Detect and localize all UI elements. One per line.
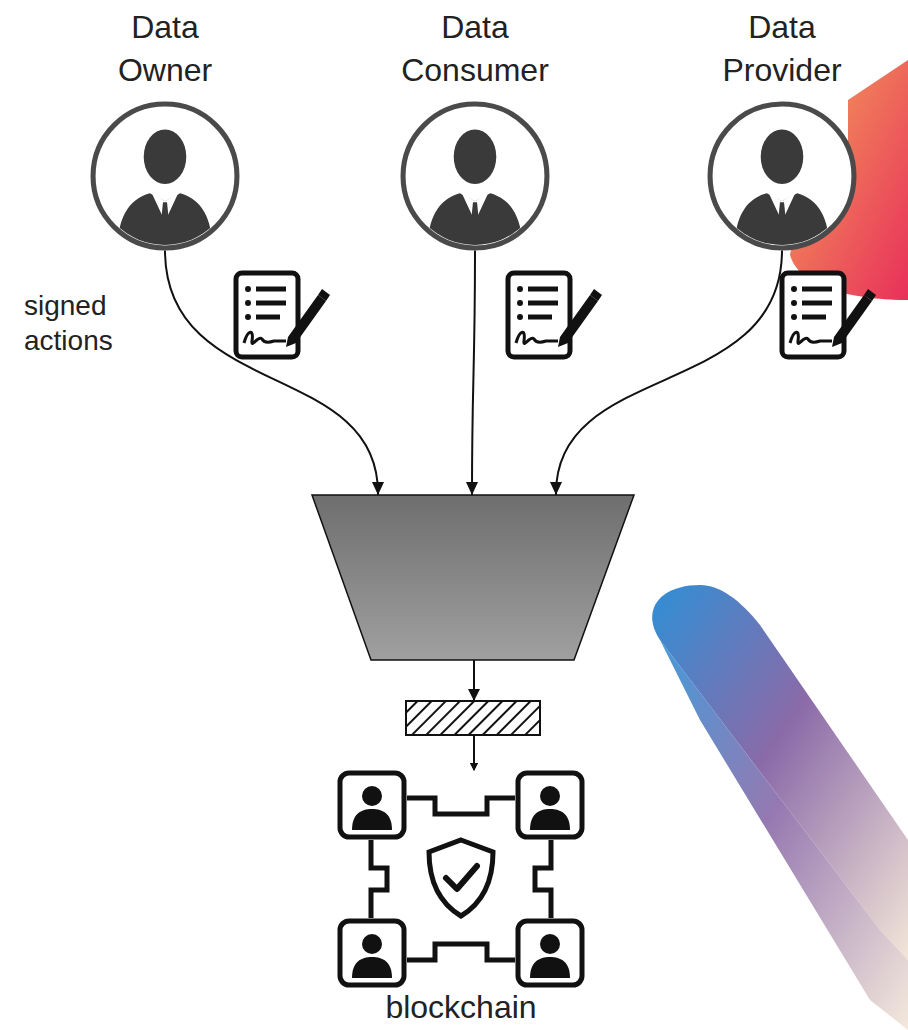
signed-document-icon: [782, 273, 876, 357]
block-arrowhead: [468, 689, 480, 701]
person-avatar: [399, 100, 551, 252]
person-node: Data Consumer: [365, 6, 585, 252]
role-label: Data Consumer: [401, 6, 549, 92]
annotation-label: signed actions: [24, 288, 113, 358]
aggregation-funnel: [312, 495, 634, 660]
person-node: Data Owner: [55, 6, 275, 252]
person-node: Data Provider: [668, 6, 896, 252]
blockchain-node: blockchain: [328, 768, 594, 1029]
cool-band: [652, 585, 908, 960]
person-avatar: [706, 100, 858, 252]
signed-document-icon: [508, 273, 602, 357]
funnel-arrowhead: [550, 482, 562, 495]
role-label: Data Provider: [722, 6, 841, 92]
role-label: Data Owner: [118, 6, 212, 92]
node-caption: blockchain: [385, 986, 536, 1029]
hatched-block: [406, 701, 540, 735]
funnel-arrowhead: [372, 482, 384, 495]
cool-band-tail: [660, 640, 908, 1030]
funnel-arrowhead: [466, 482, 478, 495]
blockchain-icon: [335, 768, 587, 990]
signed-document-icon: [236, 273, 330, 357]
person-avatar: [89, 100, 241, 252]
